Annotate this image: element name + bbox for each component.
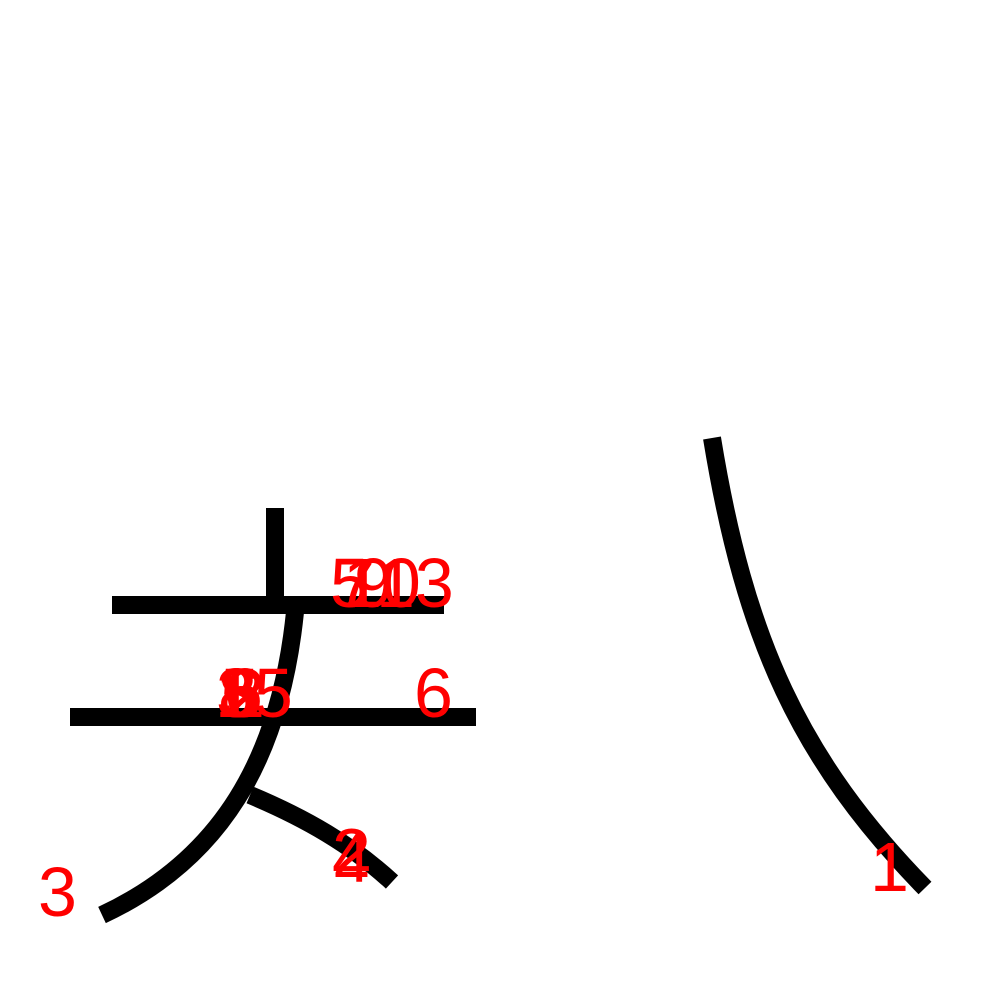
stroke-number-label: 13 <box>376 544 454 622</box>
stroke-short-diagonal <box>246 786 399 889</box>
stroke-number-label: 9 <box>354 544 393 622</box>
stroke-number-label: 5 <box>330 544 369 622</box>
stroke-number-label: 15 <box>215 654 293 732</box>
stroke-left-sweep <box>98 611 304 924</box>
stroke-number-label: 1 <box>870 828 909 906</box>
stroke-number-label: 5 <box>220 654 259 732</box>
stroke-number-label: 3 <box>38 853 77 931</box>
stroke-number-label: 2 <box>332 814 371 892</box>
stroke-number-label: 3 <box>216 654 255 732</box>
stroke-number-label: 6 <box>414 654 453 732</box>
stroke-number-label: 6 <box>224 654 263 732</box>
stroke-number-label: 2 <box>226 654 265 732</box>
stroke-number-label: 4 <box>332 819 371 897</box>
stroke-number-label: 7 <box>336 544 375 622</box>
stroke-right-curve <box>703 436 932 895</box>
stroke-number-label: 8 <box>218 654 257 732</box>
stroke-number-label: 10 <box>343 544 421 622</box>
